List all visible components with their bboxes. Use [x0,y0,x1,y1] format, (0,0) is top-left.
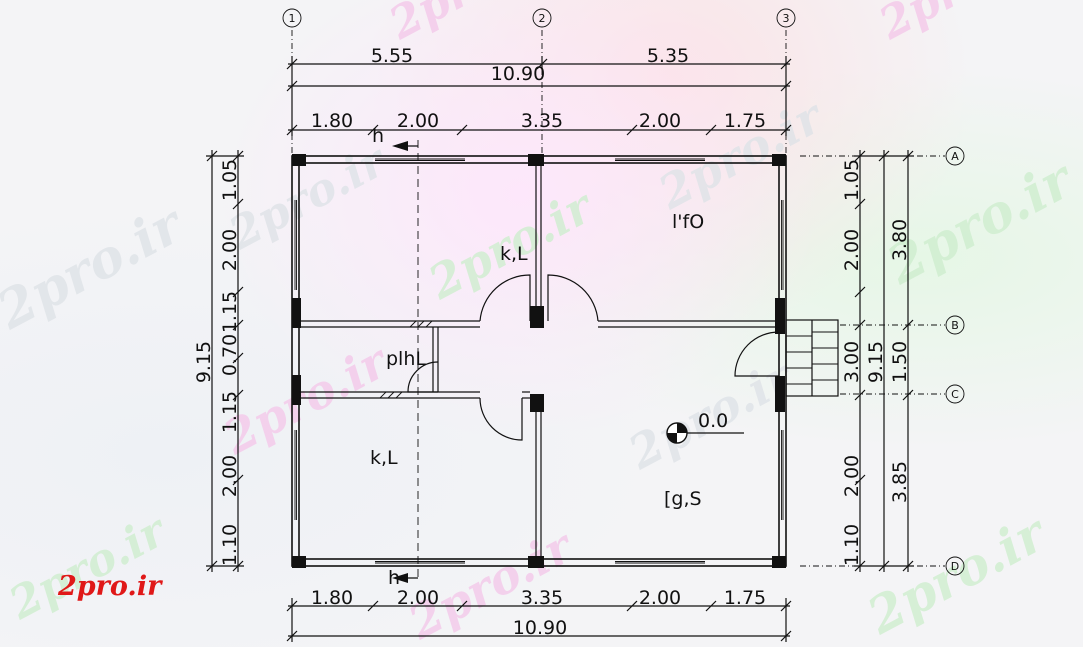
grid-label: 2 [539,12,546,25]
dimension-label: 10.90 [513,617,567,639]
dimension-label: 1.05 [219,159,241,201]
dimension-label: 1.80 [311,110,353,132]
doors [407,274,780,441]
dimensions-bottom: 1.80 2.00 3.35 2.00 1.75 10.90 [286,587,792,642]
dimension-label: 2.00 [841,229,863,271]
watermark: 2pro.ir [0,504,176,630]
grid-label: B [951,319,959,332]
dimension-label: 1.75 [724,587,766,609]
grid-bubble [282,8,302,28]
room-label-living: [g,S [664,488,702,510]
room-label-kitchen: l'fO [672,211,704,233]
watermark: 2pro.ir [380,0,556,50]
watermark: 2pro.ir [649,88,834,221]
dimensions-left: 9.15 1.05 2.00 1.15 0.70 1.15 2.00 1.10 [193,150,244,572]
section-mark: h [388,567,400,589]
dimension-label: 9.15 [193,341,215,383]
entrance-stairs [785,319,839,397]
dimension-label: 3.80 [889,219,911,261]
grid-label: A [951,150,959,163]
dimension-label: 1.05 [841,159,863,201]
section-line: h h [372,125,419,589]
room-label-bedroom-bottom: k,L [370,447,398,469]
dimension-label: 3.00 [841,341,863,383]
dimension-label: 1.15 [219,291,241,333]
dimension-label: 1.80 [311,587,353,609]
brand-logo: 2pro.ir [58,571,162,602]
level-marker: 0.0 [666,410,744,444]
dimension-label: 5.55 [371,45,413,67]
interior-walls [299,163,779,559]
dimension-label: 2.00 [219,229,241,271]
dimension-label: 10.90 [491,63,545,85]
grid-bubble [532,8,552,28]
watermark: 2pro.ir [220,134,396,260]
watermark: 2pro.ir [214,333,399,466]
dimension-label: 1.75 [724,110,766,132]
dimension-label: 2.00 [841,455,863,497]
dimensions-top: 5.55 5.35 10.90 1.80 2.00 3.35 2.00 1.75 [286,45,792,136]
room-labels: k,L plhL k,L l'fO [g,S [370,211,704,510]
dimension-label: 1.50 [889,341,911,383]
watermark: 2pro.ir [857,502,1058,646]
watermark: 2pro.ir [0,193,195,342]
grid-label: 3 [783,12,790,25]
dimension-label: 2.00 [219,455,241,497]
level-label: 0.0 [698,410,728,432]
columns [292,154,786,568]
dimension-label: 3.35 [521,587,563,609]
grid-axes-horizontal: A B C D [800,146,965,576]
dimension-label: 1.15 [219,391,241,433]
dimension-label: 2.00 [639,110,681,132]
dimension-label: 1.10 [841,524,863,566]
room-label-bedroom-top: k,L [500,243,528,265]
dimension-label: 9.15 [865,341,887,383]
grid-label: 1 [289,12,296,25]
room-label-bathroom: plhL [386,348,426,370]
dimension-label: 0.70 [219,334,241,376]
dimension-label: 1.10 [219,524,241,566]
grid-label: C [951,388,959,401]
grid-label: D [951,560,959,573]
grid-bubble [776,8,796,28]
dimensions-right: 1.05 2.00 3.00 2.00 1.10 9.15 3.80 1.50 … [841,150,914,572]
dimension-label: 5.35 [647,45,689,67]
dimension-label: 3.35 [521,110,563,132]
dimension-label: 2.00 [639,587,681,609]
watermark: 2pro.ir [870,0,1046,50]
dimension-label: 3.85 [889,461,911,503]
section-mark: h [372,125,384,147]
dimension-label: 2.00 [397,110,439,132]
dimension-label: 2.00 [397,587,439,609]
